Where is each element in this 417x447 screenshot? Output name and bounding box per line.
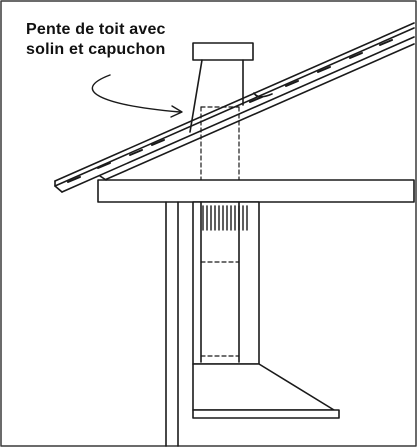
callout-label: Pente de toit avec solin et capuchon [26, 20, 166, 60]
callout-arrow [91, 74, 183, 118]
vent-slots [202, 205, 248, 231]
ceiling-board [97, 179, 415, 203]
roof-cap [189, 42, 254, 133]
flashing-edge [253, 92, 273, 98]
wall [165, 201, 179, 447]
callout-line-2: solin et capuchon [26, 41, 166, 58]
shingle-marks [67, 39, 393, 183]
hood-chimney [192, 201, 260, 365]
duct-inside [200, 261, 240, 357]
roof-slope [54, 22, 415, 193]
callout-line-1: Pente de toit avec [26, 21, 166, 38]
range-hood [192, 363, 340, 419]
